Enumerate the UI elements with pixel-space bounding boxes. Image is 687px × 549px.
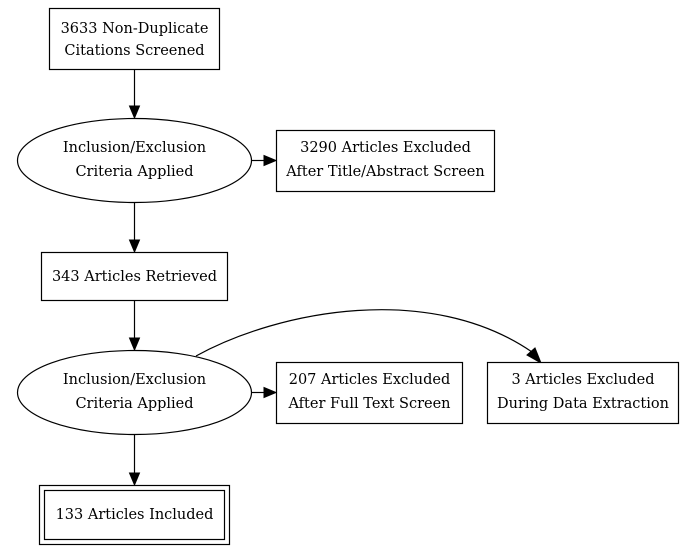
node-excluded-data-extraction: 3 Articles Excluded During Data Extracti… <box>486 361 680 425</box>
node-criteria-applied-1-ellipse <box>16 117 253 204</box>
node-excluded-data-extraction-box <box>486 361 680 425</box>
edge-screened-to-criteria-1 <box>128 69 141 120</box>
node-excluded-title-abstract-line2: After Title/Abstract Screen <box>285 164 484 180</box>
node-criteria-applied-2-line2: Criteria Applied <box>75 396 193 412</box>
node-criteria-applied-2: Inclusion/Exclusion Criteria Applied <box>16 349 253 436</box>
node-criteria-applied-2-ellipse <box>16 349 253 436</box>
arrowhead-icon <box>263 154 278 167</box>
node-excluded-full-text: 207 Articles Excluded After Full Text Sc… <box>275 361 464 425</box>
node-excluded-title-abstract-line1: 3290 Articles Excluded <box>300 140 471 156</box>
node-citations-screened-line1: 3633 Non-Duplicate <box>61 21 209 37</box>
node-articles-included: 133 Articles Included <box>38 484 231 546</box>
node-excluded-title-abstract-box <box>275 129 496 193</box>
node-excluded-full-text-line1: 207 Articles Excluded <box>289 372 451 388</box>
node-citations-screened-line2: Citations Screened <box>64 43 204 59</box>
node-articles-retrieved: 343 Articles Retrieved <box>40 251 229 302</box>
node-citations-screened-box <box>48 7 221 71</box>
edge-criteria-2-to-excluded-data-extraction <box>195 309 542 365</box>
arrowhead-icon <box>526 347 542 365</box>
node-criteria-applied-1: Inclusion/Exclusion Criteria Applied <box>16 117 253 204</box>
node-excluded-data-extraction-line1: 3 Articles Excluded <box>511 372 654 388</box>
edge-criteria-2-to-excluded-full-text <box>251 386 278 399</box>
arrowhead-icon <box>128 239 141 254</box>
node-citations-screened: 3633 Non-Duplicate Citations Screened <box>48 7 221 71</box>
node-criteria-applied-1-line2: Criteria Applied <box>75 164 193 180</box>
node-excluded-full-text-box <box>275 361 464 425</box>
node-excluded-title-abstract: 3290 Articles Excluded After Title/Abstr… <box>275 129 496 193</box>
arrowhead-icon <box>263 386 278 399</box>
arrowhead-icon <box>128 105 141 120</box>
edge-criteria-2-to-included <box>128 434 141 487</box>
edge-retrieved-to-criteria-2 <box>128 300 141 352</box>
edge-criteria-1-to-retrieved <box>128 202 141 254</box>
node-excluded-data-extraction-line2: During Data Extraction <box>497 396 669 412</box>
arrowhead-icon <box>128 472 141 487</box>
node-criteria-applied-1-line1: Inclusion/Exclusion <box>63 140 206 156</box>
node-articles-retrieved-line1: 343 Articles Retrieved <box>52 269 217 285</box>
node-articles-included-inner-box <box>43 489 226 541</box>
node-articles-included-line1: 133 Articles Included <box>56 507 214 523</box>
node-excluded-full-text-line2: After Full Text Screen <box>287 396 450 412</box>
arrowhead-icon <box>128 337 141 352</box>
edge-criteria-1-to-excluded-title-abstract <box>251 154 278 167</box>
node-criteria-applied-2-line1: Inclusion/Exclusion <box>63 372 206 388</box>
node-articles-retrieved-box <box>40 251 229 302</box>
